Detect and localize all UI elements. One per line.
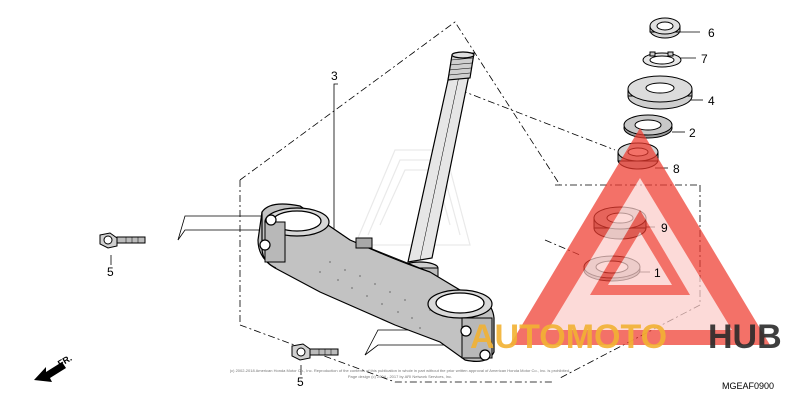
callout-4: 4 [708,94,715,108]
copyright-line-1: (c) 2002-2018 American Honda Motor Co., … [230,368,570,373]
part-6-lock-nut [649,17,681,39]
callout-8: 8 [673,162,680,176]
watermark-triangle [510,128,770,345]
part-4-adjusting-nut [627,75,693,110]
callout-3: 3 [331,69,338,83]
callout-6: 6 [708,26,715,40]
fr-label: FR. [56,353,74,369]
diagram-code: MGEAF0900 [722,381,774,391]
callout-5-bottom: 5 [297,375,304,389]
callout-2: 2 [689,126,696,140]
bottom-bridge [257,203,495,362]
callout-1: 1 [654,266,661,280]
bolt-5-left [99,232,146,249]
part-7-lock-washer [642,51,682,68]
front-direction-arrow: FR. [34,353,74,382]
callout-9: 9 [661,221,668,235]
watermark-automoto: AUTOMOTO [470,318,667,356]
callout-5-left: 5 [107,265,114,279]
watermark-wordmark: AUTOMOTO HUB [470,318,782,356]
copyright-line-2: Page design (c) 2004 - 2017 by ARI Netwo… [348,374,452,379]
bolt-5-bottom [291,343,339,361]
honda-wing-logo-faint [354,149,471,246]
watermark-hub: HUB [708,318,782,356]
part-2-dust-seal [623,114,673,139]
callout-7: 7 [701,52,708,66]
